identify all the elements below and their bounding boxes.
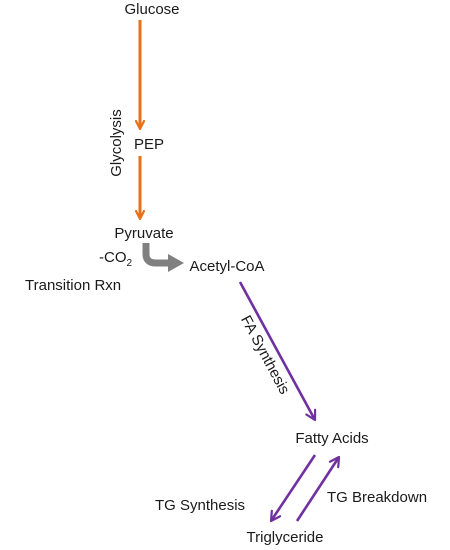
fatty-acids-label: Fatty Acids [295,430,368,447]
pep-label: PEP [134,136,164,153]
co2-label: -CO2 [99,249,133,269]
transition-arrowhead [168,254,184,272]
tg-breakdown-arrow [295,457,339,522]
tg-breakdown-label: TG Breakdown [327,489,427,506]
transition-rxn-label: Transition Rxn [25,277,121,294]
glycolysis-label: Glycolysis [108,109,125,177]
transition-arrow [142,243,170,267]
fa-synthesis-arrow [238,281,315,420]
triglyceride-label: Triglyceride [247,529,324,546]
glucose-label: Glucose [124,1,179,18]
pyruvate-label: Pyruvate [114,225,173,242]
tg-synthesis-arrow [271,454,317,521]
tg-synthesis-label: TG Synthesis [155,497,245,514]
acetyl-coa-label: Acetyl-CoA [189,258,264,275]
